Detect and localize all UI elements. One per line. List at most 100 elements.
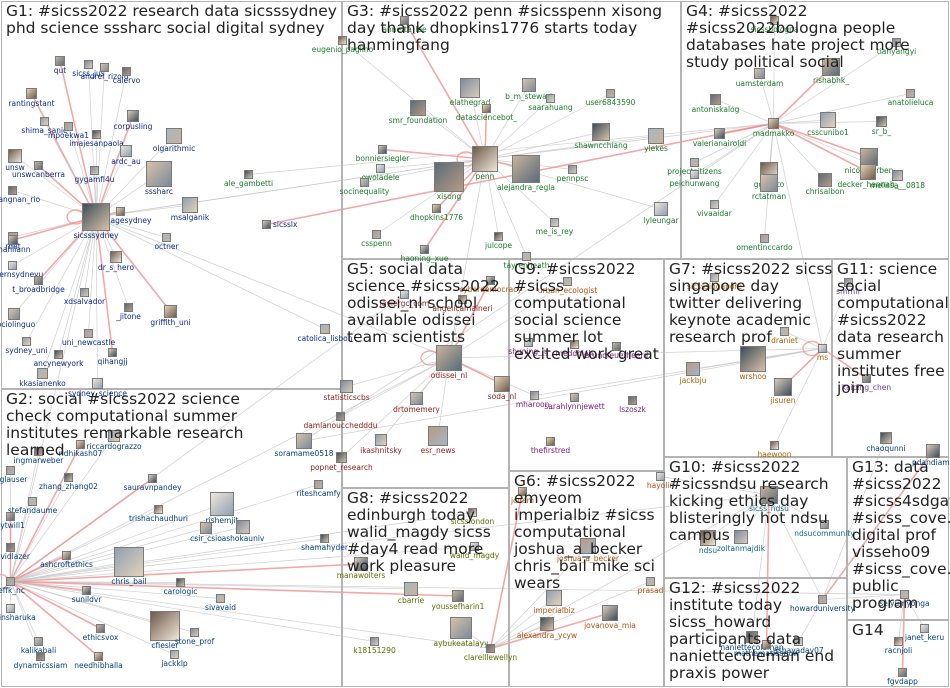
avatar — [710, 94, 721, 105]
group-title: G13: data #sicss2022 #sicss4sdgaf… #sics… — [852, 459, 950, 612]
avatar — [80, 288, 89, 297]
avatar — [760, 234, 769, 243]
avatar — [860, 164, 876, 180]
avatar — [34, 161, 43, 170]
node-label: cbarrie — [398, 597, 424, 605]
group-title: G14 — [852, 622, 950, 639]
avatar — [428, 426, 448, 446]
group-title: G2: social #sicss2022 science check comp… — [6, 391, 286, 459]
node-label: calervo — [113, 77, 141, 85]
node-label: uni_newcastle — [62, 339, 115, 347]
avatar — [6, 466, 15, 475]
avatar — [82, 203, 110, 231]
node-label: davidlazer — [0, 553, 30, 561]
node-label: madmakko — [753, 130, 795, 138]
node-label: decker_hannah_ — [838, 181, 899, 189]
avatar — [8, 308, 20, 320]
avatar — [154, 505, 163, 514]
group-title: G9: #sicss2022 #sicss computational soci… — [514, 261, 664, 363]
node-label: chris_bail — [111, 578, 146, 586]
node-label: sydney_uni — [5, 347, 47, 355]
node-label: xdsalvador — [64, 298, 105, 306]
avatar — [820, 112, 836, 128]
avatar — [54, 350, 63, 359]
avatar — [628, 396, 637, 405]
node-label: qihangjj — [98, 358, 128, 366]
avatar — [36, 652, 45, 661]
avatar — [410, 100, 426, 116]
avatar — [592, 123, 610, 141]
node-label: ikashnitsky — [360, 447, 402, 455]
avatar — [512, 155, 540, 183]
avatar — [568, 165, 577, 174]
avatar — [570, 393, 579, 402]
avatar — [880, 432, 892, 444]
node-label: user6843590 — [586, 99, 636, 107]
group-panel-g9: G9: #sicss2022 #sicss computational soci… — [509, 259, 664, 471]
avatar — [90, 166, 99, 175]
avatar — [410, 392, 423, 405]
node-label: olgarithmic — [153, 145, 195, 153]
avatar — [64, 473, 73, 482]
avatar — [210, 492, 234, 516]
avatar — [100, 63, 109, 72]
avatar — [176, 578, 185, 587]
avatar — [494, 232, 503, 241]
avatar — [320, 324, 330, 334]
group-title: G5: social data science #sicss2022 odiss… — [347, 261, 512, 346]
node-label: vivaaidar — [697, 210, 732, 218]
node-label: gygamfi4u — [74, 176, 114, 184]
avatar — [92, 378, 103, 389]
node-label: peichunwang — [669, 180, 719, 188]
node-label: rantingstant — [8, 100, 54, 108]
node-label: sunildvr — [72, 596, 102, 604]
avatar — [6, 543, 15, 552]
node-label: damianoucchedddu — [303, 422, 377, 430]
avatar — [690, 158, 699, 167]
node-label: thefirstred — [531, 447, 570, 455]
group-panel-g12: G12: #sicss2022 institute today sicss_ho… — [664, 578, 847, 687]
node-label: mahliann — [0, 246, 30, 254]
node-label: riteshcamfy — [296, 490, 340, 498]
node-label: rctatman — [752, 193, 786, 201]
avatar — [82, 586, 91, 595]
node-label: esr_news — [421, 447, 456, 455]
node-label: saarahuang — [528, 104, 572, 112]
avatar — [494, 376, 510, 392]
avatar — [94, 652, 103, 661]
avatar — [404, 582, 418, 596]
avatar — [768, 118, 779, 129]
node-label: pennpsc — [557, 175, 589, 183]
avatar — [124, 303, 133, 312]
node-label: dhopkins1776 — [410, 214, 463, 222]
avatar — [546, 437, 555, 446]
avatar — [162, 233, 171, 242]
node-label: ancynewyork — [34, 360, 84, 368]
avatar — [540, 617, 554, 631]
node-label: lszoszk — [619, 406, 646, 414]
avatar — [114, 547, 144, 577]
avatar — [370, 637, 379, 646]
node-label: stone_prof — [175, 638, 214, 646]
group-title: G1: #sicss2022 research data sicsssydney… — [6, 3, 341, 37]
avatar — [84, 60, 93, 69]
node-label: ashcroftethics — [40, 561, 93, 569]
node-label: sjglauser — [0, 476, 27, 484]
avatar — [62, 551, 71, 560]
node-label: wrshoo — [739, 373, 766, 381]
avatar — [546, 94, 555, 103]
node-label: octner — [154, 243, 178, 251]
avatar — [486, 644, 495, 653]
avatar — [8, 186, 17, 195]
node-label: zguangnan_rio — [0, 196, 40, 204]
node-label: ndsu — [699, 547, 717, 555]
group-title: G7: #sicss2022 sicss singapore day twitt… — [669, 261, 834, 346]
avatar — [654, 202, 668, 216]
node-label: drtomemery — [393, 406, 440, 414]
node-label: bonniersiegler — [356, 155, 410, 163]
node-label: trishachaudhuri — [129, 515, 188, 523]
group-title: G11: science social computational #sicss… — [837, 261, 950, 397]
avatar — [296, 433, 312, 449]
node-label: chrisalbon — [806, 188, 845, 196]
node-label: kkasianenko — [19, 380, 66, 388]
